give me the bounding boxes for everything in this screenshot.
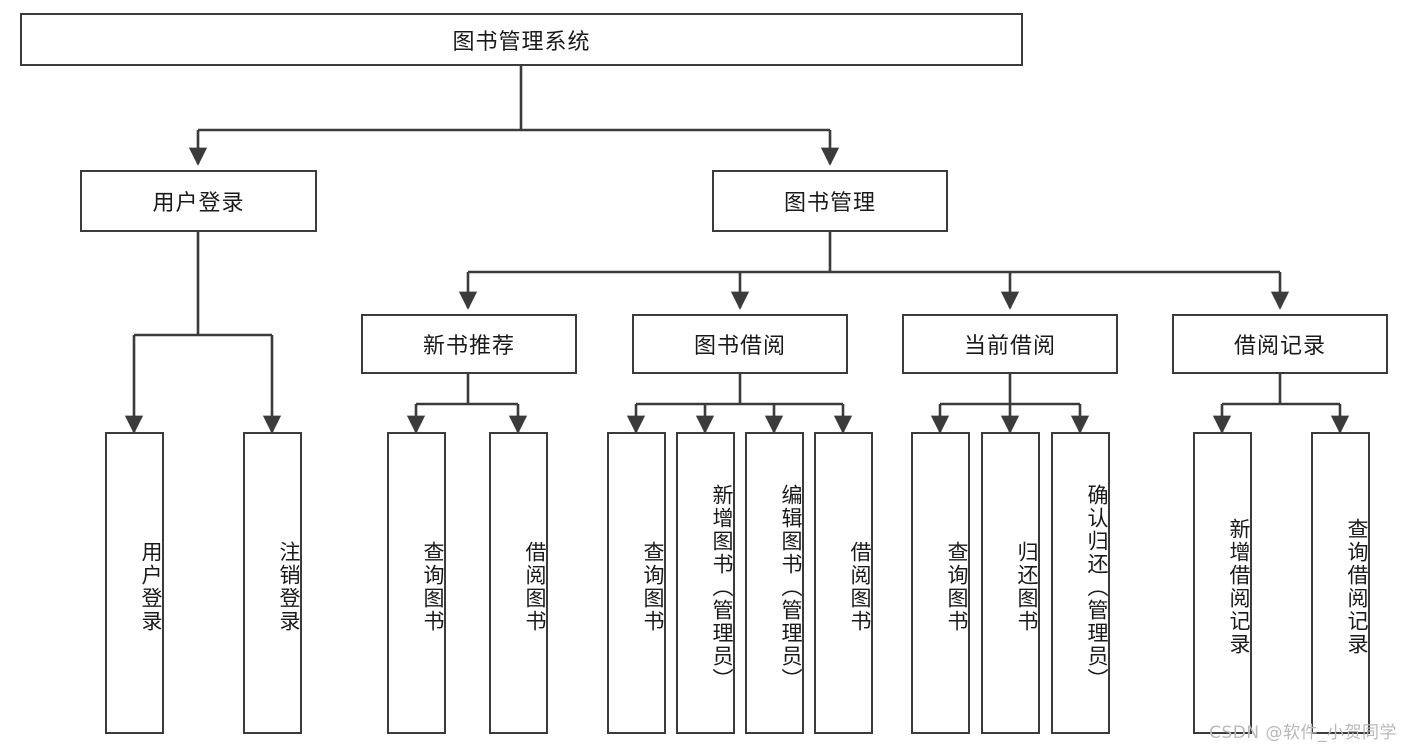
node-borrow-record[interactable]: 借阅记录 bbox=[1172, 314, 1388, 374]
node-book-borrow[interactable]: 图书借阅 bbox=[632, 314, 848, 374]
node-leaf-query-book-1-label: 查询图书 bbox=[421, 541, 445, 633]
node-leaf-query-book-1[interactable]: 查询图书 bbox=[387, 432, 446, 734]
node-leaf-add-book-label: 新增图书（管理员） bbox=[710, 483, 734, 691]
node-new-book-recommend-label: 新书推荐 bbox=[422, 334, 515, 359]
node-user-login-label: 用户登录 bbox=[152, 191, 245, 216]
node-leaf-confirm-return[interactable]: 确认归还（管理员） bbox=[1051, 432, 1110, 734]
node-book-manage-label: 图书管理 bbox=[783, 191, 876, 216]
node-leaf-query-record[interactable]: 查询借阅记录 bbox=[1311, 432, 1370, 734]
node-leaf-return-book-label: 归还图书 bbox=[1015, 541, 1039, 633]
node-leaf-logout-login-label: 注销登录 bbox=[277, 541, 301, 633]
node-leaf-query-book-3-label: 查询图书 bbox=[945, 541, 969, 633]
node-leaf-user-login[interactable]: 用户登录 bbox=[105, 432, 164, 734]
node-borrow-record-label: 借阅记录 bbox=[1233, 334, 1326, 359]
node-book-manage[interactable]: 图书管理 bbox=[712, 170, 948, 232]
node-leaf-user-login-label: 用户登录 bbox=[139, 541, 163, 633]
node-leaf-add-record[interactable]: 新增借阅记录 bbox=[1193, 432, 1252, 734]
node-root[interactable]: 图书管理系统 bbox=[20, 13, 1023, 66]
node-leaf-query-book-2[interactable]: 查询图书 bbox=[607, 432, 666, 734]
node-current-borrow[interactable]: 当前借阅 bbox=[902, 314, 1118, 374]
node-user-login[interactable]: 用户登录 bbox=[80, 170, 317, 232]
node-root-label: 图书管理系统 bbox=[452, 29, 591, 55]
node-book-borrow-label: 图书借阅 bbox=[693, 334, 786, 359]
node-leaf-query-book-2-label: 查询图书 bbox=[641, 541, 665, 633]
node-leaf-borrow-book-1-label: 借阅图书 bbox=[523, 541, 547, 633]
node-leaf-borrow-book-2[interactable]: 借阅图书 bbox=[814, 432, 873, 734]
node-leaf-confirm-return-label: 确认归还（管理员） bbox=[1085, 483, 1109, 691]
node-new-book-recommend[interactable]: 新书推荐 bbox=[361, 314, 577, 374]
node-leaf-add-book[interactable]: 新增图书（管理员） bbox=[676, 432, 735, 734]
node-leaf-query-record-label: 查询借阅记录 bbox=[1345, 518, 1369, 656]
node-leaf-edit-book[interactable]: 编辑图书（管理员） bbox=[745, 432, 804, 734]
node-leaf-borrow-book-1[interactable]: 借阅图书 bbox=[489, 432, 548, 734]
node-leaf-add-record-label: 新增借阅记录 bbox=[1227, 518, 1251, 656]
node-leaf-logout-login[interactable]: 注销登录 bbox=[243, 432, 302, 734]
node-leaf-borrow-book-2-label: 借阅图书 bbox=[848, 541, 872, 633]
node-leaf-edit-book-label: 编辑图书（管理员） bbox=[779, 483, 803, 691]
node-current-borrow-label: 当前借阅 bbox=[963, 334, 1056, 359]
node-leaf-return-book[interactable]: 归还图书 bbox=[981, 432, 1040, 734]
node-leaf-query-book-3[interactable]: 查询图书 bbox=[911, 432, 970, 734]
